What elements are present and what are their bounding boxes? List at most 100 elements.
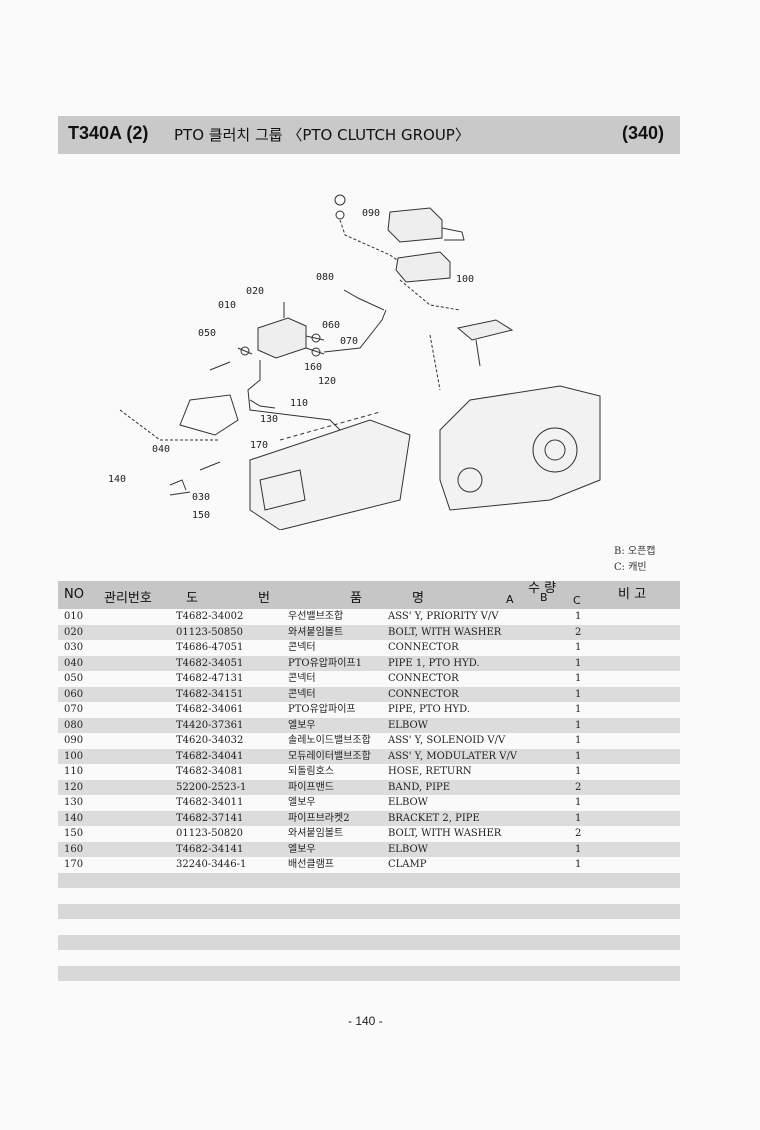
group-title: PTO 클러치 그룹 〈PTO CLUTCH GROUP〉: [174, 126, 470, 144]
row-name-kor: 솔레노이드밸브조합: [288, 735, 371, 746]
row-qty: 1: [575, 766, 582, 777]
row-qty: 1: [575, 688, 582, 700]
row-name-kor: 배선클램프: [288, 859, 334, 870]
row-name-kor: PTO유압파이프1: [288, 657, 362, 669]
header-mgmt-no: 관리번호: [104, 591, 152, 606]
row-part-no: 52200-2523-1: [176, 781, 247, 793]
row-part-no: T4620-34032: [176, 735, 244, 746]
table-row: 050 T4682-47131 콘넥터 CONNECTOR 1: [58, 671, 680, 687]
page-number: - 140 -: [348, 1014, 383, 1028]
row-name-kor: 콘넥터: [288, 642, 316, 653]
row-part-no: T4682-34041: [176, 750, 244, 762]
row-name-kor: PTO유압파이프: [288, 704, 356, 715]
row-part-no: T4686-47051: [176, 642, 244, 653]
row-name-eng: BAND, PIPE: [388, 781, 451, 793]
row-no: 160: [64, 843, 84, 855]
table-row: 140 T4682-37141 파이프브라켓2 BRACKET 2, PIPE …: [58, 810, 680, 826]
table-row: 030 T4686-47051 콘넥터 CONNECTOR 1: [58, 640, 680, 656]
row-part-no: T4682-34151: [176, 688, 244, 700]
row-no: 080: [64, 719, 84, 731]
parts-table-body: 010 T4682-34002 우선밸브조합 ASS' Y, PRIORITY …: [58, 609, 680, 873]
header-remark: 비 고: [618, 587, 647, 602]
header-qty: 수 량: [528, 581, 557, 596]
callout-label: 130: [260, 414, 278, 425]
callout-label: 040: [152, 444, 170, 455]
row-qty: 1: [575, 704, 582, 715]
row-part-no: 01123-50820: [176, 828, 244, 839]
cover-plate-shape: [456, 319, 514, 341]
row-name-eng: CONNECTOR: [388, 688, 459, 700]
row-name-kor: 엘보우: [288, 797, 316, 808]
header-name-1: 품: [350, 591, 362, 606]
table-row: 130 T4682-34011 엘보우 ELBOW 1: [58, 795, 680, 811]
row-no: 100: [64, 750, 84, 762]
row-no: 010: [64, 611, 84, 622]
legend-c: C: 캐빈: [614, 562, 647, 573]
header-qty-a: A: [506, 593, 514, 606]
callout-label: 140: [108, 474, 126, 485]
table-row: 160 T4682-34141 엘보우 ELBOW 1: [58, 841, 680, 857]
callout-label: 060: [322, 320, 340, 331]
row-name-eng: PIPE, PTO HYD.: [388, 704, 471, 715]
row-name-eng: BOLT, WITH WASHER: [388, 828, 502, 839]
row-part-no: T4420-37361: [176, 719, 244, 731]
row-no: 150: [64, 828, 84, 839]
row-name-kor: 콘넥터: [288, 673, 316, 684]
page-code: (340): [622, 123, 665, 143]
row-qty: 1: [575, 812, 582, 824]
row-name-eng: CLAMP: [388, 859, 427, 870]
row-name-eng: ELBOW: [388, 797, 428, 808]
callout-label: 030: [192, 492, 210, 503]
row-name-eng: ELBOW: [388, 719, 428, 731]
solenoid-valve-shape: [387, 207, 443, 243]
row-no: 130: [64, 797, 84, 808]
housing-left-shape: [249, 419, 411, 531]
callout-label: 070: [340, 336, 358, 347]
table-row: 100 T4682-34041 모듀레이터밸브조합 ASS' Y, MODULA…: [58, 748, 680, 764]
row-qty: 1: [575, 611, 582, 622]
row-no: 040: [64, 657, 84, 669]
row-name-kor: 파이프브라켓2: [288, 812, 350, 824]
row-name-eng: ASS' Y, SOLENOID V/V: [388, 735, 506, 746]
table-row: 020 01123-50850 와셔붙임볼트 BOLT, WITH WASHER…: [58, 624, 680, 640]
header-no: NO: [64, 587, 84, 602]
row-name-kor: 엘보우: [288, 719, 316, 731]
table-row: 010 T4682-34002 우선밸브조합 ASS' Y, PRIORITY …: [58, 609, 680, 625]
row-name-eng: ASS' Y, MODULATER V/V: [388, 750, 518, 762]
row-qty: 1: [575, 657, 582, 669]
row-qty: 2: [575, 781, 582, 793]
row-part-no: T4682-34061: [176, 704, 244, 715]
row-no: 020: [64, 626, 84, 638]
callout-label: 010: [218, 300, 236, 311]
header-qty-b: B: [540, 591, 548, 604]
row-part-no: T4682-34051: [176, 657, 244, 669]
row-qty: 1: [575, 797, 582, 808]
blank-row-band: [58, 904, 680, 919]
row-part-no: T4682-34141: [176, 843, 244, 855]
housing-right-shape: [439, 385, 601, 511]
row-name-kor: 모듀레이터밸브조합: [288, 750, 371, 762]
callout-label: 110: [290, 398, 308, 409]
callout-label: 150: [192, 510, 210, 521]
row-name-kor: 우선밸브조합: [288, 611, 344, 622]
row-no: 050: [64, 673, 84, 684]
callout-label: 050: [198, 328, 216, 339]
row-no: 090: [64, 735, 84, 746]
blank-row-band: [58, 935, 680, 950]
row-qty: 1: [575, 859, 582, 870]
legend-b: B: 오픈캡: [614, 546, 656, 557]
table-row: 090 T4620-34032 솔레노이드밸브조합 ASS' Y, SOLENO…: [58, 733, 680, 749]
callout-label: 090: [362, 208, 380, 219]
row-part-no: T4682-37141: [176, 812, 244, 824]
row-name-eng: PIPE 1, PTO HYD.: [388, 657, 480, 669]
callout-label: 120: [318, 376, 336, 387]
row-part-no: T4682-47131: [176, 673, 244, 684]
callout-label: 080: [316, 272, 334, 283]
row-name-eng: HOSE, RETURN: [388, 766, 472, 777]
table-row: 170 32240-3446-1 배선클램프 CLAMP 1: [58, 857, 680, 873]
row-name-eng: ELBOW: [388, 843, 428, 855]
parts-diagram: 090 100 080 020 010 060 050 070 160 120 …: [100, 180, 620, 531]
row-name-kor: 와셔붙임볼트: [288, 626, 344, 638]
table-header: NO 관리번호 도 번 품 명 수 량 A B C 비 고: [58, 581, 680, 609]
modulator-valve-shape: [395, 251, 451, 283]
